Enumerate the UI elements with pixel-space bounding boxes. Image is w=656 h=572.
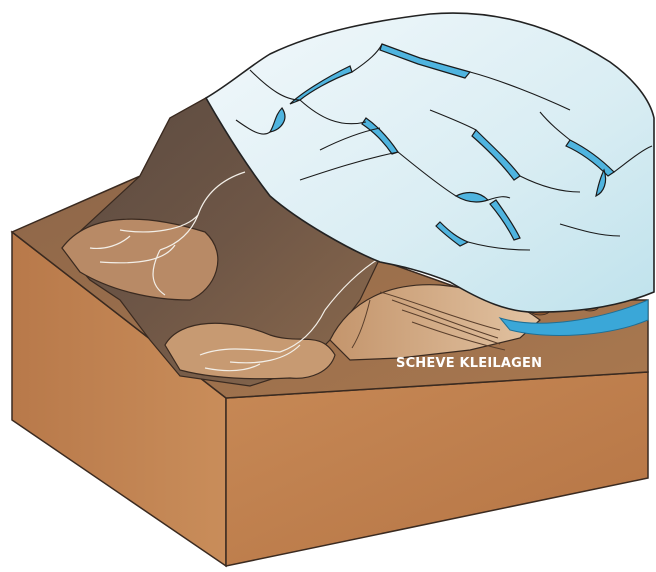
block-side-face [226, 372, 648, 566]
clay-layers-label: SCHEVE KLEILAGEN [396, 356, 542, 371]
